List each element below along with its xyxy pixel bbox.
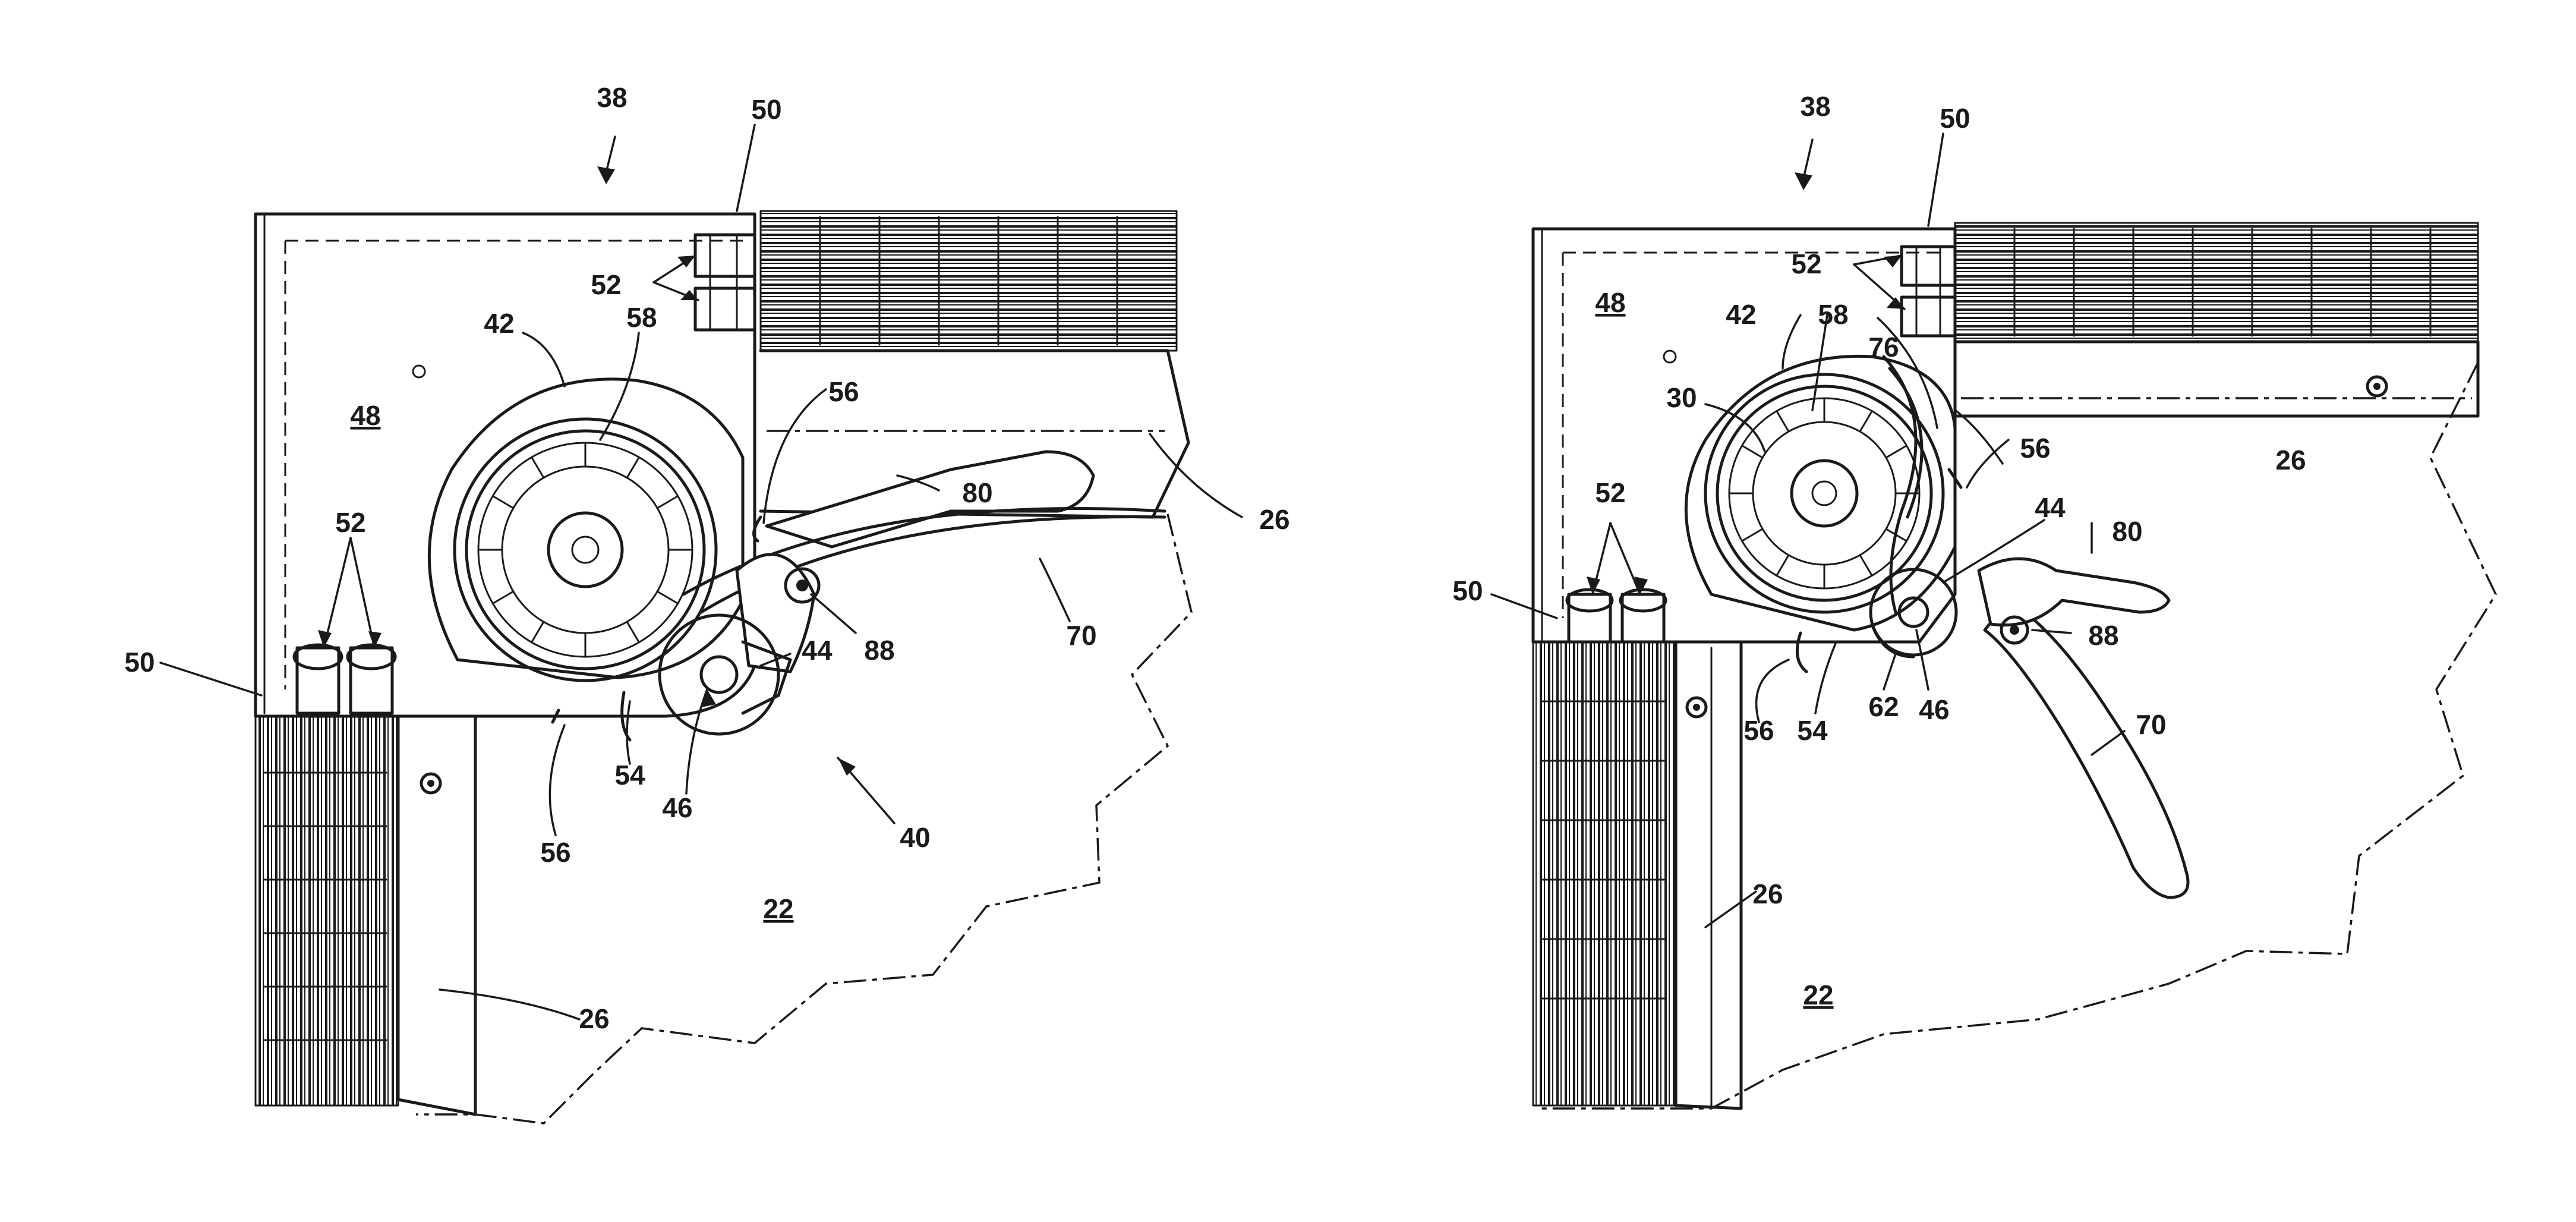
label-56-top: 56 [828, 376, 859, 407]
label-30-r: 30 [1666, 382, 1697, 413]
label-26-top-r: 26 [2275, 445, 2306, 475]
label-56-bottom: 56 [540, 837, 570, 868]
figure-left [256, 211, 1191, 1123]
label-50: 50 [751, 94, 781, 125]
label-56-top-r: 56 [2020, 433, 2050, 464]
label-48: 48 [350, 400, 380, 431]
rail-horizontal-left [761, 211, 1177, 351]
label-52-bottom: 52 [335, 507, 365, 538]
label-52-bottom-r: 52 [1595, 477, 1625, 508]
label-26-bottom-r: 26 [1752, 878, 1783, 909]
label-26-bottom: 26 [579, 1003, 609, 1034]
label-22-r: 22 [1803, 980, 1833, 1010]
label-54-r: 54 [1797, 715, 1828, 746]
lever-80-right [1979, 559, 2169, 625]
label-56-bottom-r: 56 [1743, 715, 1774, 746]
figure-right [1533, 223, 2496, 1108]
label-54: 54 [614, 760, 645, 790]
label-88-r: 88 [2088, 620, 2118, 651]
label-58-r: 58 [1818, 299, 1848, 330]
label-42: 42 [484, 308, 514, 339]
label-52-r: 52 [1791, 248, 1821, 279]
label-70-r: 70 [2136, 709, 2166, 740]
label-50-left-r: 50 [1452, 575, 1483, 606]
label-50-r: 50 [1940, 103, 1970, 134]
label-52: 52 [591, 269, 621, 300]
label-38-r: 38 [1800, 91, 1830, 122]
label-80-r: 80 [2112, 516, 2142, 547]
label-44-r: 44 [2035, 492, 2066, 523]
rail-horizontal-right [1955, 223, 2478, 342]
label-26-top: 26 [1259, 504, 1289, 535]
label-80: 80 [962, 477, 992, 508]
label-42-r: 42 [1726, 299, 1756, 330]
label-48-r: 48 [1595, 287, 1625, 318]
label-44: 44 [802, 635, 833, 666]
rail-vertical-right [1533, 642, 1676, 1106]
label-76-r: 76 [1868, 332, 1899, 363]
label-50-left: 50 [124, 647, 155, 678]
label-46: 46 [662, 792, 692, 823]
label-88: 88 [864, 635, 894, 666]
label-46-r: 46 [1919, 694, 1949, 725]
label-62-r: 62 [1868, 691, 1899, 722]
label-40: 40 [900, 822, 930, 853]
label-58: 58 [626, 302, 657, 333]
label-70: 70 [1066, 620, 1096, 651]
label-38: 38 [597, 82, 627, 113]
lever-70-right [1985, 600, 2188, 897]
label-22: 22 [763, 893, 793, 924]
